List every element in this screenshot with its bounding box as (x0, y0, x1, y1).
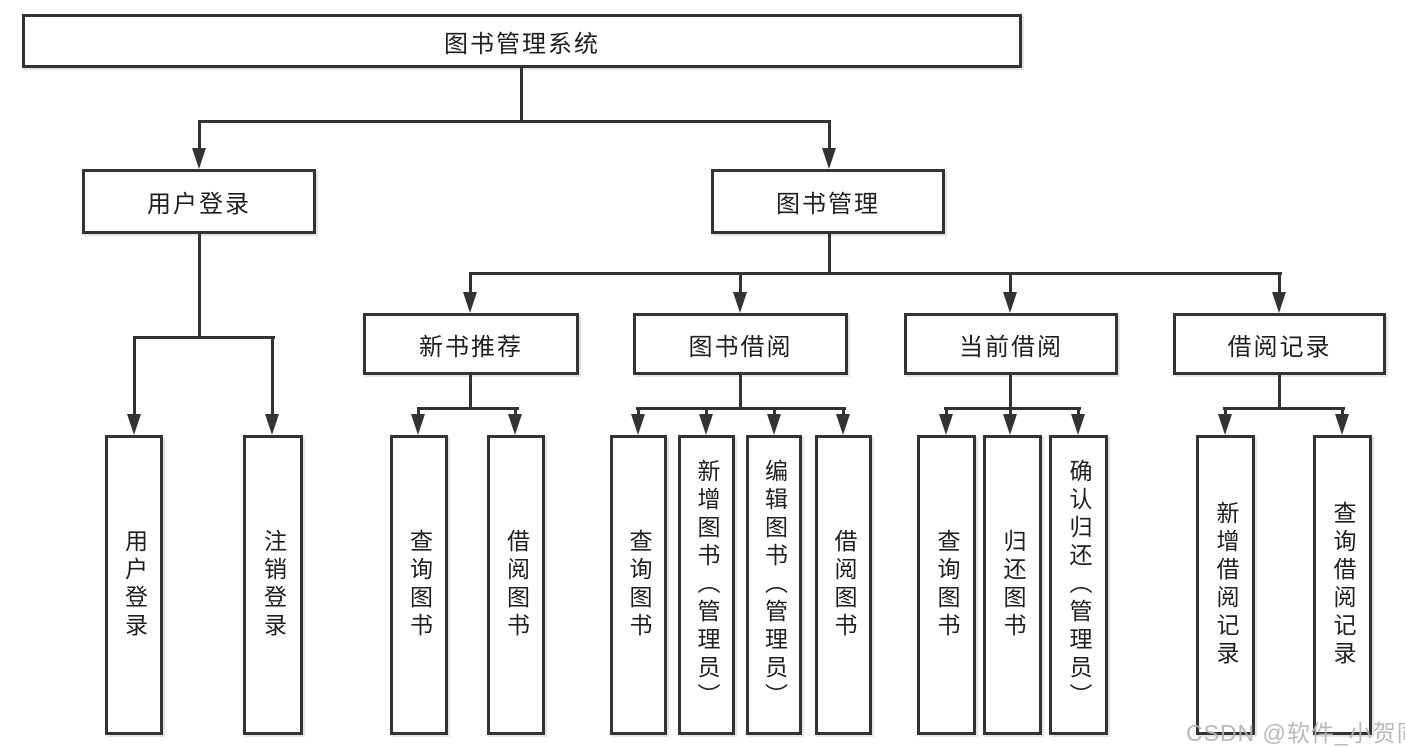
connector-line (417, 407, 519, 410)
connector-line (1009, 272, 1012, 294)
connector-line (828, 120, 831, 150)
connector-line (469, 272, 1282, 275)
connector-line (133, 336, 275, 339)
connector-line (739, 375, 742, 409)
leaf-bb-query-books: 查询图书 (610, 435, 667, 735)
connector-line (1278, 272, 1281, 294)
arrow-down-icon (411, 414, 425, 435)
arrow-down-icon (463, 292, 477, 313)
arrow-down-icon (1218, 414, 1232, 435)
connector-line (469, 272, 472, 294)
connector-line (198, 120, 831, 123)
connector-line (133, 336, 136, 416)
leaf-bb-edit-books-admin: 编辑图书（管理员） (746, 435, 802, 735)
connector-line (1278, 375, 1281, 409)
node-root: 图书管理系统 (22, 14, 1022, 68)
connector-line (705, 407, 708, 416)
arrow-down-icon (699, 414, 713, 435)
leaf-cb-return-books: 归还图书 (983, 435, 1042, 735)
connector-line (271, 336, 274, 416)
node-current-borrowing: 当前借阅 (904, 313, 1118, 375)
arrow-down-icon (1071, 414, 1085, 435)
leaf-logout-login: 注销登录 (243, 435, 303, 735)
connector-line (842, 407, 845, 416)
node-borrowing-records: 借阅记录 (1173, 313, 1386, 375)
connector-line (198, 233, 201, 338)
arrow-down-icon (127, 414, 141, 435)
leaf-br-query-record: 查询借阅记录 (1313, 435, 1372, 735)
connector-line (828, 233, 831, 274)
connector-line (945, 407, 948, 416)
node-book-management: 图书管理 (711, 169, 945, 234)
connector-line (944, 407, 1081, 410)
leaf-bb-add-books-admin: 新增图书（管理员） (678, 435, 735, 735)
arrow-down-icon (1003, 414, 1017, 435)
node-book-borrowing: 图书借阅 (633, 313, 848, 375)
arrow-down-icon (265, 414, 279, 435)
arrow-down-icon (767, 414, 781, 435)
watermark: CSDN @软件_小贺同学 (1186, 720, 1405, 746)
arrow-down-icon (1335, 414, 1349, 435)
arrow-down-icon (508, 414, 522, 435)
arrow-down-icon (836, 414, 850, 435)
arrow-down-icon (192, 148, 206, 169)
arrow-down-icon (1272, 292, 1286, 313)
arrow-down-icon (631, 414, 645, 435)
connector-line (1341, 407, 1344, 416)
connector-line (1223, 407, 1345, 410)
connector-line (1009, 375, 1012, 409)
connector-line (520, 67, 523, 121)
node-user-login: 用户登录 (82, 169, 316, 234)
connector-line (1224, 407, 1227, 416)
leaf-br-add-record: 新增借阅记录 (1196, 435, 1255, 735)
connector-line (1009, 407, 1012, 416)
arrow-down-icon (822, 148, 836, 169)
arrow-down-icon (939, 414, 953, 435)
connector-line (198, 120, 201, 150)
leaf-nb-query-books: 查询图书 (390, 435, 448, 735)
node-new-book-recommendation: 新书推荐 (363, 313, 579, 375)
connector-line (417, 407, 420, 416)
connector-line (469, 375, 472, 409)
connector-line (739, 272, 742, 294)
connector-line (773, 407, 776, 416)
leaf-cb-confirm-return-admin: 确认归还（管理员） (1049, 435, 1108, 735)
arrow-down-icon (1003, 292, 1017, 313)
leaf-nb-borrow-books: 借阅图书 (487, 435, 545, 735)
arrow-down-icon (733, 292, 747, 313)
connector-line (1077, 407, 1080, 416)
leaf-bb-borrow-books: 借阅图书 (815, 435, 872, 735)
leaf-cb-query-books: 查询图书 (917, 435, 976, 735)
connector-line (636, 407, 846, 410)
leaf-user-login: 用户登录 (105, 435, 163, 735)
connector-line (514, 407, 517, 416)
connector-line (637, 407, 640, 416)
